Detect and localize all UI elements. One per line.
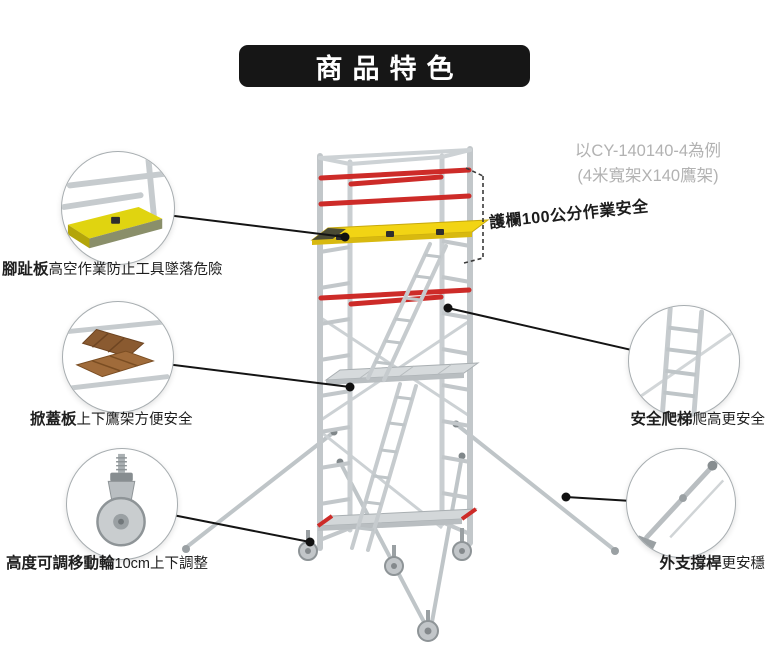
safety-ladder-detail-image (634, 306, 732, 416)
model-note: 以CY-140140-4為例 (4米寬架X140鷹架) (560, 139, 736, 189)
flip-board-detail-image (64, 319, 170, 391)
label-toe-board-bold: 腳趾板 (2, 261, 49, 278)
callout-circle-flip-board (62, 301, 174, 413)
scaffold-red-guardrails (318, 167, 472, 307)
callout-circle-toe-board (61, 151, 175, 265)
callout-circle-ladder (628, 305, 740, 417)
label-outrigger-bold: 外支撐桿 (659, 555, 722, 572)
outrigger-clamps (330, 420, 466, 466)
callout-circle-caster (66, 448, 178, 560)
model-note-line1: 以CY-140140-4為例 (574, 142, 722, 160)
scaffold-rungs (319, 239, 471, 542)
scaffold-mid-platform (324, 362, 480, 385)
label-toe-board-rest: 高空作業防止工具墜落危險 (48, 262, 223, 278)
label-outrigger: 外支撐桿更安穩 (659, 551, 765, 573)
model-note-line2: (4米寬架X140鷹架) (577, 167, 719, 185)
label-flip-board-bold: 掀蓋板 (30, 411, 77, 428)
outrigger-detail-image (634, 456, 725, 551)
toe-board-detail-image (62, 156, 170, 249)
label-caster-bold: 高度可調移動輪 (6, 555, 115, 572)
connector-dots (305, 232, 571, 547)
label-ladder-rest: 爬高更安全 (692, 412, 766, 428)
label-flip-board-rest: 上下鷹架方便安全 (76, 412, 193, 428)
scaffold-casters (298, 528, 472, 642)
label-toe-board: 腳趾板高空作業防止工具墜落危險 (2, 257, 223, 279)
label-outrigger-rest: 更安穩 (721, 556, 766, 572)
caster-wheel-detail-image (96, 453, 146, 547)
title-banner: 商品特色 (239, 45, 530, 87)
label-ladder-bold: 安全爬梯 (630, 411, 693, 428)
scaffold-top-platform (310, 219, 490, 245)
scaffold-bottom-platform (316, 507, 478, 531)
callout-circle-outrigger (626, 448, 736, 558)
page-title: 商品特色 (315, 53, 464, 84)
scaffold-top-rails (318, 148, 472, 166)
scaffold-outriggers (186, 422, 614, 624)
guardrail-dashed-indicator (463, 167, 484, 264)
label-ladder: 安全爬梯爬高更安全 (630, 407, 765, 429)
label-caster: 高度可調移動輪10cm上下調整 (6, 551, 208, 573)
scaffold-ladders (350, 242, 448, 552)
label-flip-board: 掀蓋板上下鷹架方便安全 (30, 407, 193, 429)
outrigger-feet (182, 545, 619, 555)
scaffold-front-posts (317, 146, 473, 551)
label-caster-rest: 10cm上下調整 (114, 556, 208, 572)
guardrail-label: 護欄100公分作業安全 (488, 198, 650, 232)
scaffold-braces (320, 316, 469, 530)
scaffold-back-posts (347, 153, 445, 533)
